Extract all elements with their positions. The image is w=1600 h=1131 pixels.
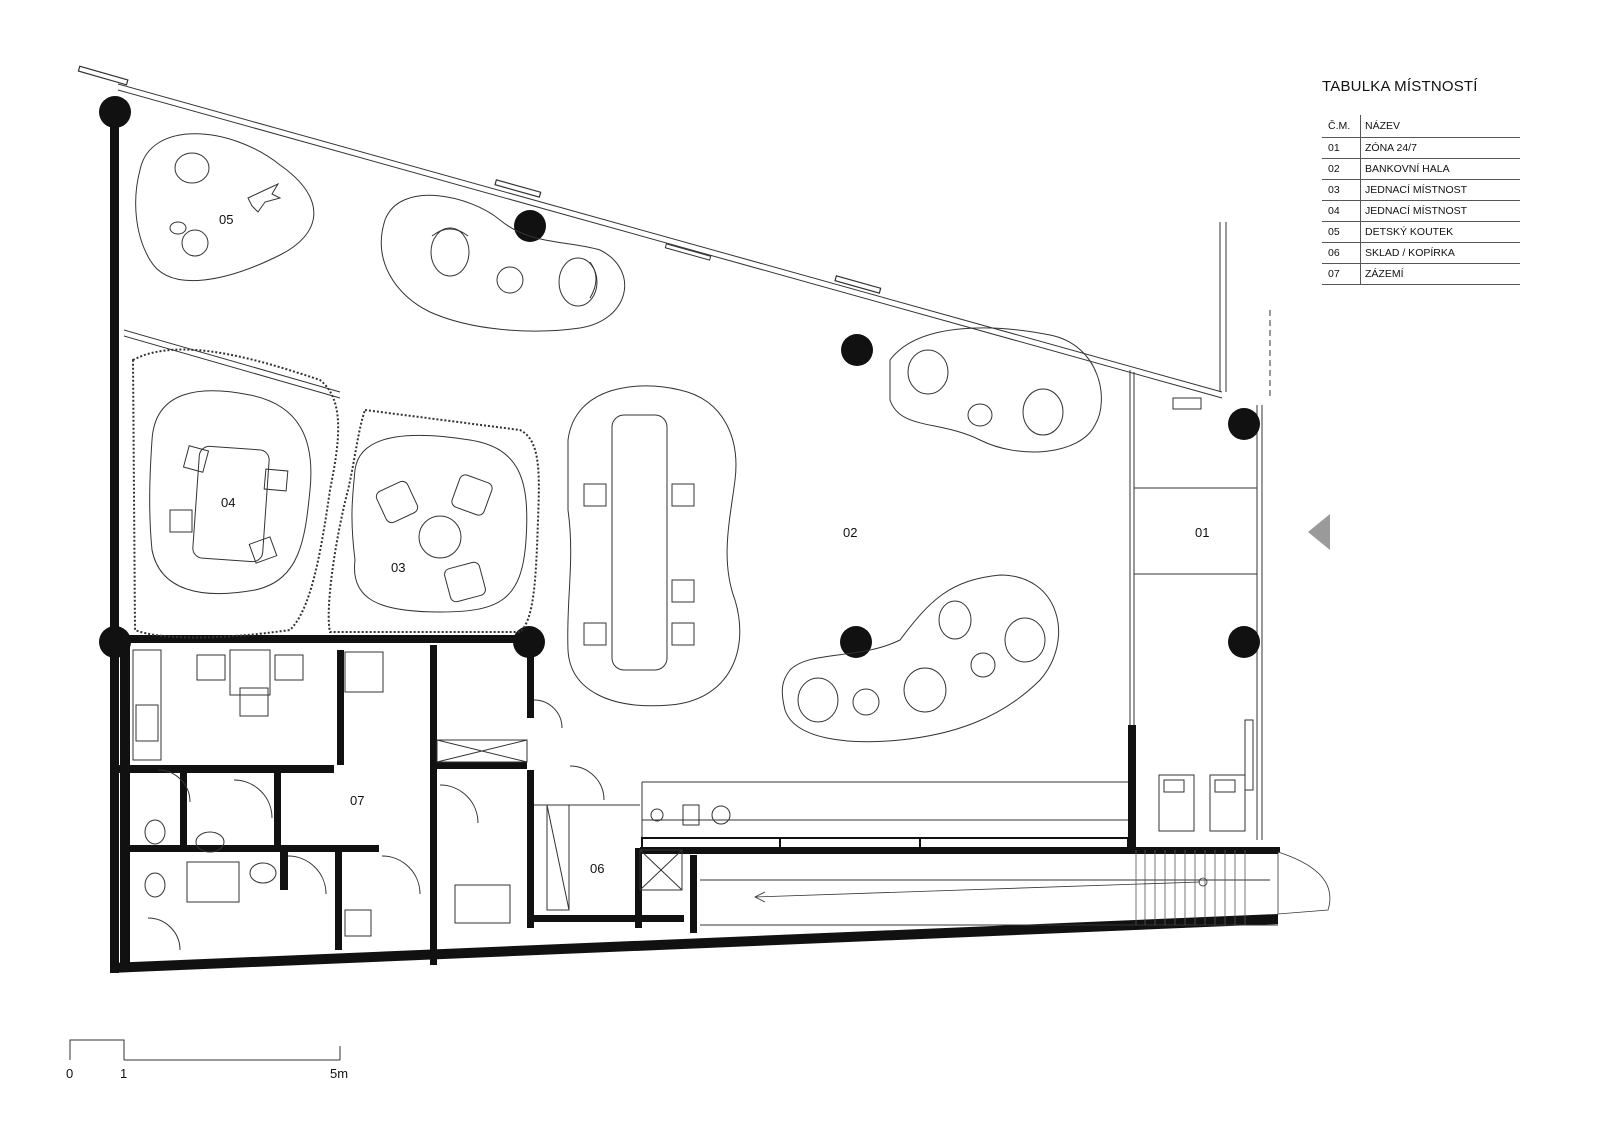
service-fixtures (132, 649, 731, 951)
legend-room-number: 01 (1322, 137, 1361, 159)
service-counter (641, 837, 1129, 849)
legend-room-number: 04 (1322, 200, 1361, 222)
legend-room-number: 03 (1322, 179, 1361, 201)
room-labels: 01 02 03 04 05 06 07 (219, 212, 1209, 876)
walls (110, 108, 1280, 973)
legend-header-row: Č.M. NÁZEV (1322, 115, 1520, 138)
legend-row: 04 JEDNACÍ MÍSTNOST (1322, 200, 1520, 222)
legend-room-number: 07 (1322, 263, 1361, 285)
legend-room-number: 06 (1322, 242, 1361, 264)
scale-label-1: 1 (120, 1066, 127, 1081)
scale-bar (69, 1039, 341, 1061)
room-label-02: 02 (843, 525, 857, 540)
legend-row: 02 BANKOVNÍ HALA (1322, 158, 1520, 180)
zone-01-fixtures (1158, 397, 1254, 832)
facade-diagonal (77, 65, 1223, 399)
legend-room-name: BANKOVNÍ HALA (1360, 158, 1520, 180)
legend-row: 05 DETSKÝ KOUTEK (1322, 221, 1520, 243)
meeting-room-04 (131, 348, 340, 639)
room-label-04: 04 (221, 495, 235, 510)
lounge-island-south (781, 574, 1060, 743)
legend-title: TABULKA MÍSTNOSTÍ (1322, 78, 1478, 95)
legend-room-name: JEDNACÍ MÍSTNOST (1360, 179, 1520, 201)
room-legend: TABULKA MÍSTNOSTÍ Č.M. NÁZEV 01 ZÓNA 24/… (1322, 78, 1520, 285)
room-label-03: 03 (391, 560, 405, 575)
meeting-room-03 (327, 408, 540, 633)
lounge-island-north (380, 194, 626, 332)
legend-room-name: ZÓNA 24/7 (1360, 137, 1520, 159)
entrance-arrow (1308, 514, 1330, 550)
scale-label-0: 0 (66, 1066, 73, 1081)
scale-label-5m: 5m (330, 1066, 348, 1081)
room-label-05: 05 (219, 212, 233, 227)
legend-room-number: 02 (1322, 158, 1361, 180)
legend-row: 07 ZÁZEMÍ (1322, 263, 1520, 285)
legend-room-name: JEDNACÍ MÍSTNOST (1360, 200, 1520, 222)
legend-row: 06 SKLAD / KOPÍRKA (1322, 242, 1520, 264)
staircase (754, 850, 1331, 925)
partitions (123, 222, 1278, 926)
columns (99, 96, 1260, 658)
workbench-island (567, 385, 741, 707)
room-label-01: 01 (1195, 525, 1209, 540)
legend-room-number: 05 (1322, 221, 1361, 243)
legend-col-number: Č.M. (1322, 115, 1361, 138)
legend-row: 03 JEDNACÍ MÍSTNOST (1322, 179, 1520, 201)
legend-row: 01 ZÓNA 24/7 (1322, 137, 1520, 159)
lounge-island-east (889, 327, 1102, 453)
legend-room-name: ZÁZEMÍ (1360, 263, 1520, 285)
room-label-07: 07 (350, 793, 364, 808)
legend-room-name: SKLAD / KOPÍRKA (1360, 242, 1520, 264)
legend-table: Č.M. NÁZEV 01 ZÓNA 24/7 02 BANKOVNÍ HALA… (1322, 115, 1520, 285)
legend-room-name: DETSKÝ KOUTEK (1360, 221, 1520, 243)
legend-col-name: NÁZEV (1360, 115, 1520, 138)
room-label-06: 06 (590, 861, 604, 876)
kids-corner-zone (135, 133, 315, 281)
